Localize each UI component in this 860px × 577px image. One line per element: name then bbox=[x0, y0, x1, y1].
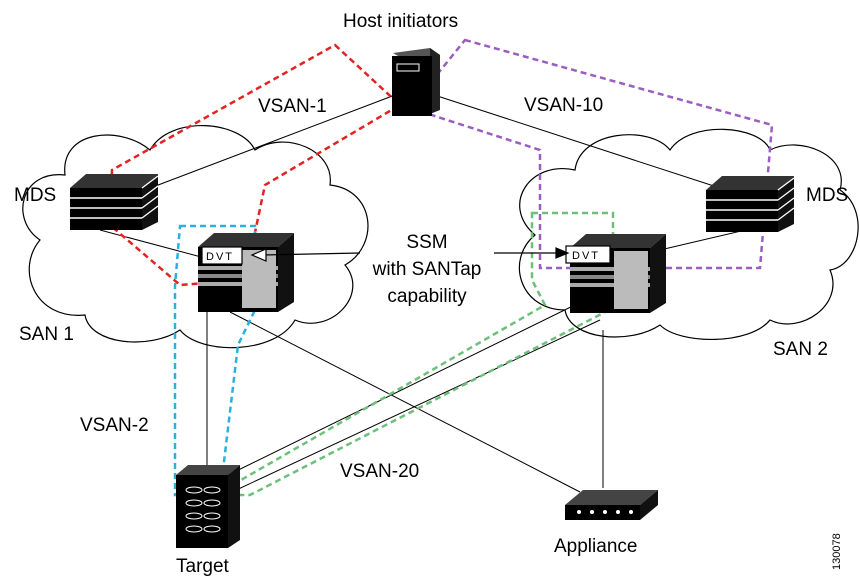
host-server-icon bbox=[392, 48, 440, 116]
ssm-left-switch-icon: DVT bbox=[198, 233, 294, 312]
ssm-label-line3: capability bbox=[387, 286, 467, 307]
vsan20-label: VSAN-20 bbox=[340, 461, 419, 482]
vsan2-zone bbox=[173, 224, 257, 497]
san2-label: SAN 2 bbox=[773, 339, 828, 360]
appliance-icon bbox=[565, 490, 658, 520]
ssm-arrows bbox=[250, 247, 570, 262]
vsan1-label: VSAN-1 bbox=[258, 96, 327, 117]
mds-right-label: MDS bbox=[806, 185, 848, 206]
figure-id-label: 130078 bbox=[831, 533, 843, 570]
host-initiators-label: Host initiators bbox=[343, 11, 458, 32]
mds-left-switch-icon bbox=[70, 174, 159, 230]
san1-cloud-icon bbox=[22, 125, 369, 349]
ssm-right-switch-icon: DVT bbox=[565, 234, 666, 313]
mds-left-label: MDS bbox=[14, 185, 56, 206]
vsan2-label: VSAN-2 bbox=[80, 415, 149, 436]
mds-right-switch-icon bbox=[706, 176, 795, 232]
storage-target-icon bbox=[176, 465, 240, 548]
vsan10-zone bbox=[407, 38, 774, 270]
san1-label: SAN 1 bbox=[19, 324, 74, 345]
ssm-label-line2: with SANTap bbox=[372, 259, 482, 280]
dvt-left-label: DVT bbox=[206, 251, 234, 263]
ssm-label-line1: SSM bbox=[406, 232, 447, 253]
appliance-label: Appliance bbox=[554, 536, 637, 557]
target-label: Target bbox=[176, 556, 230, 577]
dvt-right-label: DVT bbox=[572, 250, 600, 262]
vsan10-label: VSAN-10 bbox=[524, 95, 603, 116]
connection-lines bbox=[99, 91, 789, 493]
